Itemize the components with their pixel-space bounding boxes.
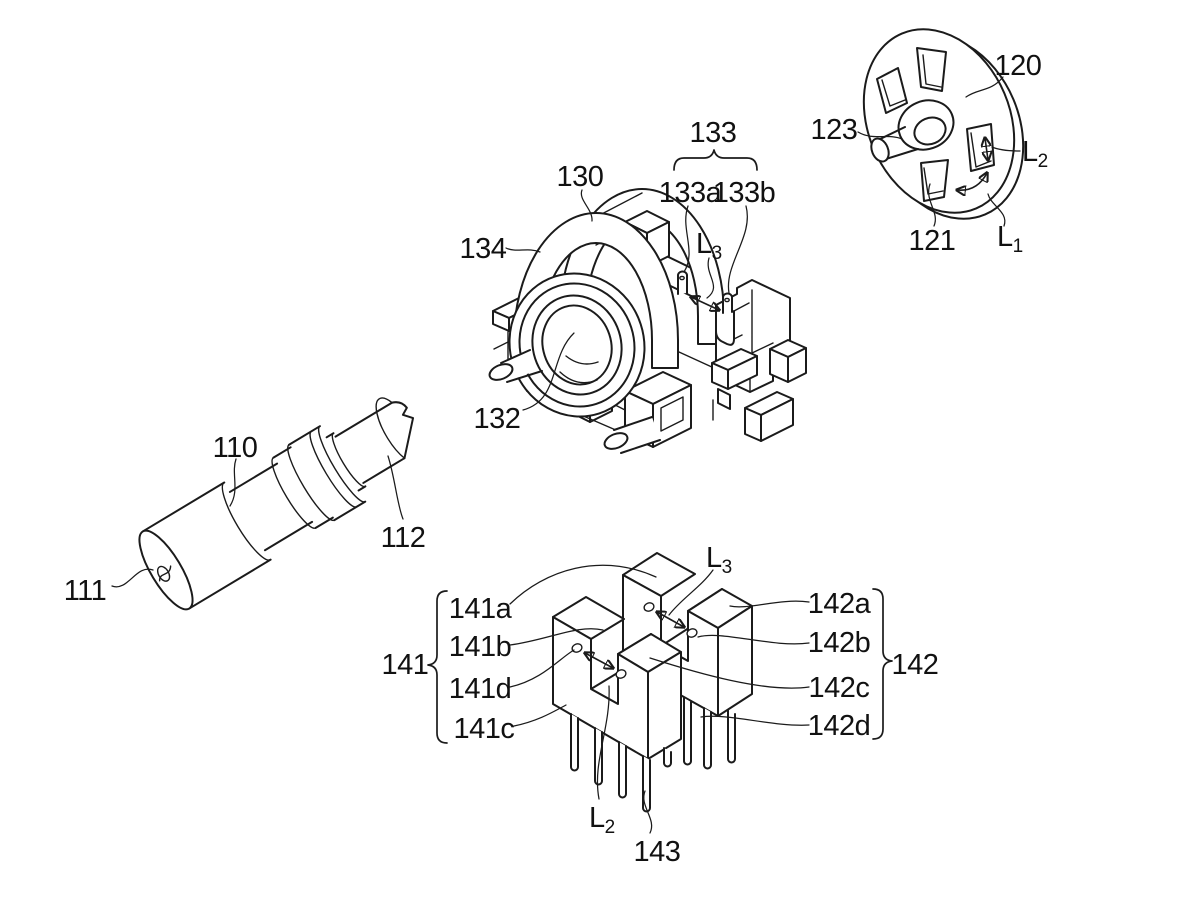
- label-112: 112: [381, 522, 426, 554]
- leader-142d: [700, 715, 810, 726]
- shaft-end-face: [138, 529, 194, 611]
- guide-pin-a: [676, 270, 688, 295]
- label-133: 133: [690, 117, 737, 149]
- label-120: 120: [995, 50, 1042, 82]
- label-142b: 142b: [808, 627, 871, 659]
- leader-142b: [697, 634, 810, 645]
- label-133b: 133b: [713, 177, 776, 209]
- label-110: 110: [213, 432, 258, 464]
- shaft-assembly: [138, 397, 420, 611]
- leader-112: [387, 455, 404, 520]
- sensor-assembly: [552, 552, 753, 813]
- arrow-L2-disc: [985, 138, 988, 160]
- brace-142: [872, 588, 893, 740]
- shaft-hole: [156, 565, 171, 582]
- leader-141c: [513, 704, 567, 727]
- label-121: 121: [909, 225, 956, 257]
- brace-133: [673, 149, 758, 171]
- leader-141d: [509, 649, 575, 688]
- label-L1: L1: [997, 221, 1023, 257]
- guide-pin-b: [721, 292, 733, 314]
- leader-123: [857, 131, 903, 140]
- label-141d: 141d: [449, 673, 512, 705]
- label-132: 132: [474, 403, 521, 435]
- leader-134: [505, 247, 541, 253]
- reference-labels: 110 111 112 130 134 132 133 133a 133b L3…: [64, 50, 1049, 868]
- disc-slot-top: [916, 47, 947, 92]
- leader-132: [522, 332, 575, 411]
- shaft-hole-squiggle: [158, 565, 172, 582]
- label-142: 142: [892, 649, 939, 681]
- leader-L1: [987, 193, 1006, 227]
- sensor-142-detector-dot: [686, 628, 698, 638]
- label-L2-sensor: L2: [589, 802, 615, 838]
- leader-L3-sensor: [668, 569, 714, 616]
- leader-121: [928, 183, 936, 227]
- label-141a: 141a: [449, 593, 513, 625]
- label-142c: 142c: [809, 672, 870, 704]
- leader-133a: [683, 205, 690, 273]
- label-141c: 141c: [454, 713, 515, 745]
- leader-142a: [729, 600, 810, 608]
- shaft-end-notch: [391, 401, 415, 460]
- label-134: 134: [460, 233, 507, 265]
- disc-slot-right: [966, 123, 995, 172]
- leader-L3-housing: [706, 257, 714, 299]
- arrow-L1-arc: [957, 173, 987, 190]
- arrow-L2-sensor: [585, 653, 613, 668]
- leader-L2-sensor: [596, 685, 610, 800]
- label-143: 143: [634, 836, 681, 868]
- housing-dome-arch: [513, 212, 679, 369]
- housing-peg-front: [613, 416, 661, 454]
- label-142d: 142d: [808, 710, 871, 742]
- housing-assembly: [488, 188, 807, 454]
- label-L2-disc: L2: [1022, 136, 1048, 172]
- leader-141a: [509, 564, 657, 605]
- leader-143: [643, 790, 653, 834]
- brace-141: [427, 590, 448, 744]
- sensor-pins: [570, 697, 736, 813]
- label-L3-sensor: L3: [706, 542, 732, 578]
- leader-120: [965, 76, 1004, 98]
- shaft-end-section: [334, 401, 406, 484]
- leader-142c: [649, 657, 810, 689]
- leader-lines: [111, 76, 1021, 834]
- leader-110: [229, 458, 237, 507]
- shaft-big-cylinder: [141, 481, 272, 610]
- leader-141b: [509, 628, 604, 646]
- leader-111: [111, 568, 154, 588]
- leader-130: [580, 189, 593, 222]
- rotor-disc: [862, 28, 1025, 220]
- disc-slot-bottom: [920, 159, 949, 202]
- arrow-L3-sensor: [657, 612, 684, 627]
- housing-peg-left: [500, 349, 543, 383]
- label-111: 111: [64, 575, 107, 607]
- arrow-L3-housing: [691, 297, 719, 310]
- leader-133b: [727, 205, 748, 294]
- sensor-141-detector-dot: [615, 669, 627, 679]
- leader-L2-disc: [991, 146, 1021, 152]
- sensor-142-emitter-dot: [643, 602, 655, 612]
- label-L3-housing: L3: [696, 228, 722, 264]
- label-141b: 141b: [449, 631, 512, 663]
- label-133a: 133a: [659, 177, 723, 209]
- label-142a: 142a: [808, 588, 872, 620]
- label-130: 130: [557, 161, 604, 193]
- label-141: 141: [382, 649, 429, 681]
- label-123: 123: [811, 114, 858, 146]
